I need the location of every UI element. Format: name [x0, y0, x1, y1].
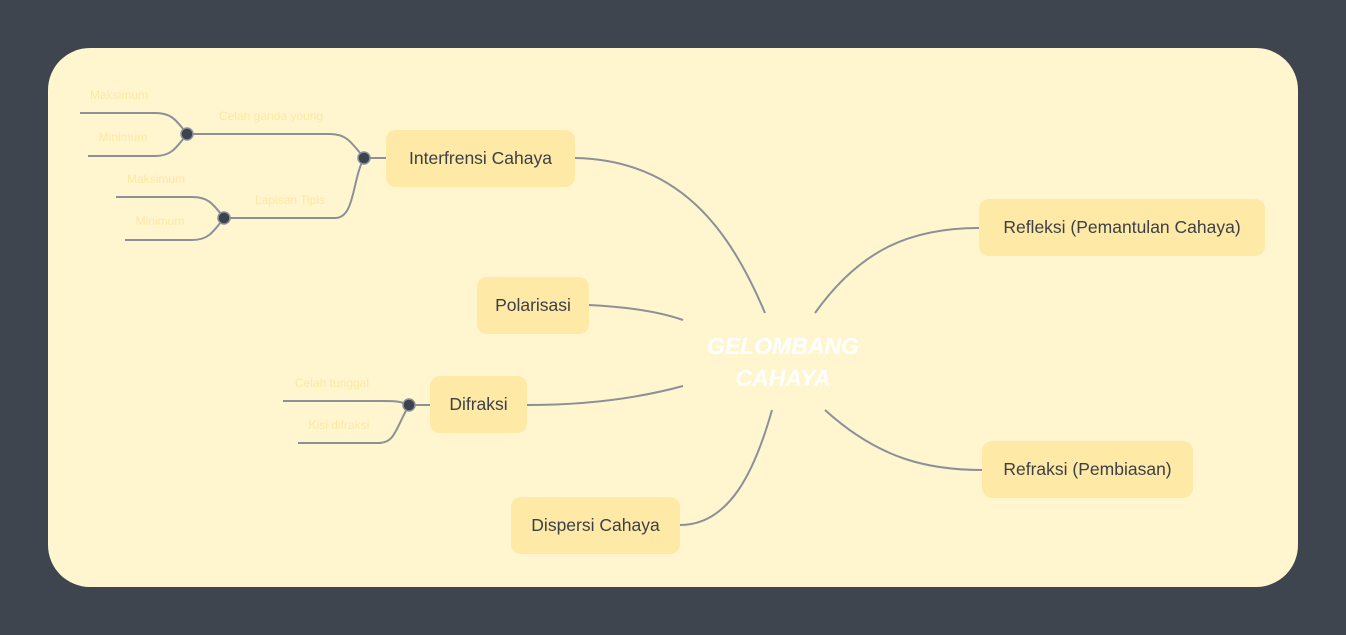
node-refraksi[interactable]: Refraksi (Pembiasan)	[982, 441, 1193, 498]
central-topic-line2: CAHAYA	[735, 365, 831, 391]
junction-dot	[357, 151, 371, 165]
junction-dot	[217, 211, 231, 225]
subtopic-maksimum[interactable]: Maksimum	[126, 172, 186, 186]
node-refleksi[interactable]: Refleksi (Pemantulan Cahaya)	[979, 199, 1265, 256]
subtopic-celah-tunggal[interactable]: Celah tunggal	[294, 376, 370, 390]
junction-dot	[402, 398, 416, 412]
connector-celah-ganda	[187, 133, 365, 159]
connector-polarisasi	[588, 304, 684, 321]
central-topic-line1: GELOMBANG	[706, 333, 860, 359]
junction-dot	[180, 127, 194, 141]
connector-celah-tunggal	[283, 400, 410, 406]
subtopic-minimum[interactable]: Minimum	[135, 214, 185, 228]
central-topic[interactable]: GELOMBANG CAHAYA	[683, 330, 883, 394]
node-dispersi[interactable]: Dispersi Cahaya	[511, 497, 680, 554]
connector-refraksi	[824, 409, 983, 471]
subtopic-minimum[interactable]: Minimum	[98, 130, 148, 144]
connector-dispersi	[679, 409, 773, 526]
connector-interfrensi	[574, 157, 766, 314]
connector-lapisan-tipis	[224, 157, 365, 219]
subtopic-lapisan-tipis[interactable]: Lapisan Tipis	[254, 193, 326, 207]
node-difraksi[interactable]: Difraksi	[430, 376, 527, 433]
node-interfrensi[interactable]: Interfrensi Cahaya	[386, 130, 575, 187]
subtopic-kisi-difraksi[interactable]: Kisi difraksi	[308, 418, 370, 432]
subtopic-celah-ganda[interactable]: Celah ganda young	[218, 109, 324, 123]
node-polarisasi[interactable]: Polarisasi	[477, 277, 589, 334]
subtopic-maksimum[interactable]: Maksimum	[89, 88, 149, 102]
connector-difraksi	[526, 385, 684, 406]
connector-refleksi	[814, 227, 980, 314]
connector-kisi	[298, 404, 410, 444]
